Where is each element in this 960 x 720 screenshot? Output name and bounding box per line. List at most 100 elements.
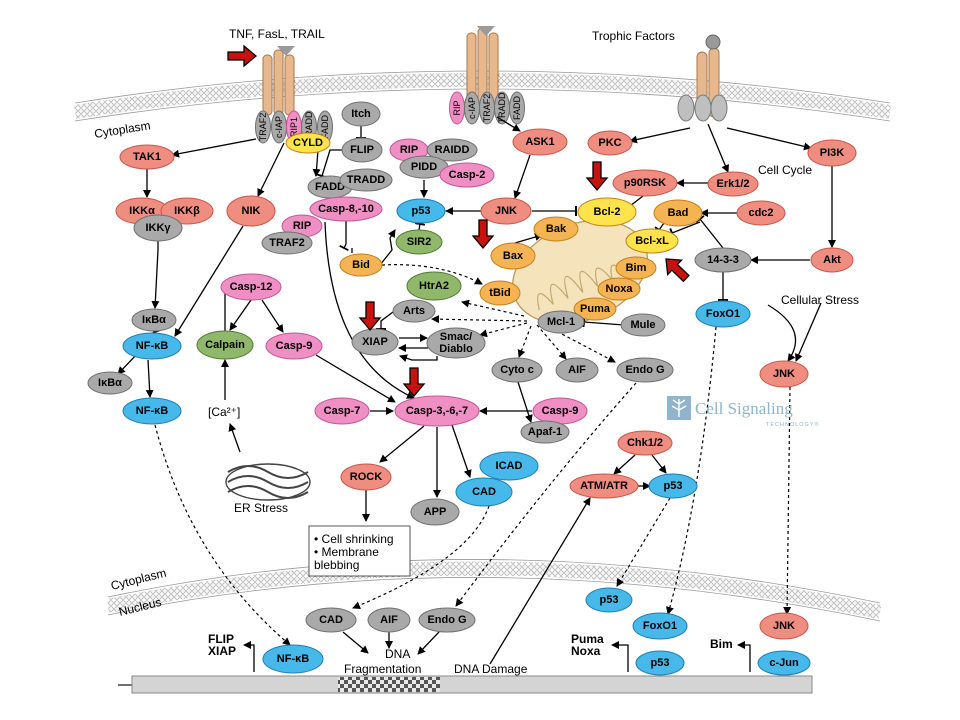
node-label: XIAP xyxy=(362,336,388,348)
box-line-1: • Cell shrinking xyxy=(314,532,394,546)
node-cdc2: cdc2 xyxy=(736,200,786,226)
node-endog-a: Endo G xyxy=(616,357,674,383)
node-label: IKKα xyxy=(129,205,155,217)
node-shape xyxy=(394,395,480,427)
node-label: CYLD xyxy=(293,137,323,149)
node-label: SIR2 xyxy=(407,236,431,248)
edge xyxy=(626,195,644,211)
node-label: Mule xyxy=(630,319,655,331)
node-p90rsk: p90RSK xyxy=(612,169,678,197)
node-shape xyxy=(418,607,476,633)
node-p53-c: p53 xyxy=(585,587,633,613)
nuclear-membrane xyxy=(106,559,882,622)
node-shape xyxy=(648,473,698,499)
edge xyxy=(669,221,701,239)
edge xyxy=(517,381,533,423)
node-label: APP xyxy=(424,506,447,518)
node-traf2: TRAF2 xyxy=(261,231,313,255)
box-line-2: • Membrane xyxy=(314,545,379,559)
adaptor-label: c-IAP xyxy=(274,116,284,138)
node-label: Casp-3,-6,-7 xyxy=(406,405,468,417)
node-label: FoxO1 xyxy=(643,620,677,632)
node-cad-b: CAD xyxy=(305,607,357,633)
node-label: RIP xyxy=(400,144,418,156)
dna-strand xyxy=(118,675,813,694)
node-label: RAIDD xyxy=(435,144,470,156)
dna-label: DNA xyxy=(385,647,410,661)
node-label-line2: Diablo xyxy=(439,343,473,355)
calcium-label: [Ca²⁺] xyxy=(208,405,240,419)
node-label: IκBα xyxy=(98,377,122,389)
node-cad-a: CAD xyxy=(455,477,513,507)
node-bad: Bad xyxy=(653,199,703,227)
node-shape xyxy=(309,196,383,222)
edge xyxy=(654,222,665,234)
node-arts: Arts xyxy=(392,299,436,323)
node-shape xyxy=(341,101,381,127)
node-label: Endo G xyxy=(427,614,466,626)
edge xyxy=(151,249,160,309)
node-casp810: Casp-8,-10 xyxy=(309,196,383,222)
node-xiap: XIAP xyxy=(351,328,399,356)
node-puma: Puma xyxy=(573,297,617,321)
node-ikba-b: IκBα xyxy=(87,371,133,395)
node-label: NF-κB xyxy=(136,405,168,417)
node-casp2: Casp-2 xyxy=(439,162,495,188)
edge xyxy=(324,221,415,399)
adaptor-label: c-IAP xyxy=(467,97,477,119)
edge xyxy=(513,154,531,199)
node-shape xyxy=(426,138,478,162)
edge xyxy=(339,221,349,252)
edge xyxy=(154,424,291,646)
node-shape xyxy=(587,130,633,156)
node-aif-a: AIF xyxy=(555,357,599,383)
node-label: Casp-9 xyxy=(276,340,313,352)
node-icad: ICAD xyxy=(479,451,539,481)
node-label: TAK1 xyxy=(133,151,161,163)
node-aif-b: AIF xyxy=(367,607,411,633)
cytoplasm-top-label: Cytoplasm xyxy=(93,118,151,141)
node-label: CAD xyxy=(319,614,343,626)
node-label: IKKβ xyxy=(174,205,200,217)
er-stress-label: ER Stress xyxy=(234,501,288,515)
node-shape xyxy=(351,328,399,356)
node-shape xyxy=(577,197,637,227)
node-label: TRADD xyxy=(347,174,386,186)
node-shape xyxy=(616,357,674,383)
endoplasmic-reticulum xyxy=(225,463,311,501)
node-nik: NIK xyxy=(226,195,276,227)
edge xyxy=(666,326,717,615)
node-label: PIDD xyxy=(411,161,437,173)
node-label: NF-κB xyxy=(277,653,309,665)
node-shape xyxy=(757,650,811,676)
node-shape xyxy=(160,197,214,225)
cell-cycle-label: Cell Cycle xyxy=(758,163,812,177)
node-label: JNK xyxy=(773,620,795,632)
node-label: Apaf-1 xyxy=(528,426,562,438)
node-p53-d: p53 xyxy=(635,650,685,676)
node-ikba-a: IκBα xyxy=(131,308,177,332)
adaptor-label: RIP xyxy=(452,100,462,115)
edge xyxy=(707,123,729,173)
node-label: Casp-7 xyxy=(324,405,361,417)
node-ikkg: IKKγ xyxy=(133,214,183,242)
node-bim-a: Bim xyxy=(615,256,657,280)
logo-sub-text: TECHNOLOGY® xyxy=(766,421,820,428)
node-shape xyxy=(392,299,436,323)
node-shape xyxy=(196,330,254,360)
node-label: IκBα xyxy=(142,314,166,326)
edge xyxy=(783,386,792,615)
node-label: p53 xyxy=(412,205,431,217)
node-shape xyxy=(491,357,543,383)
red-highlight-arrow xyxy=(227,44,258,68)
node-foxo1-a: FoxO1 xyxy=(695,300,751,328)
node-shape xyxy=(261,231,313,255)
node-shape xyxy=(620,313,666,337)
node-label: AIF xyxy=(380,614,398,626)
node-jnk-c: JNK xyxy=(759,612,809,640)
edge xyxy=(613,454,636,475)
node-label: JNK xyxy=(773,368,795,380)
node-shape xyxy=(597,277,641,301)
